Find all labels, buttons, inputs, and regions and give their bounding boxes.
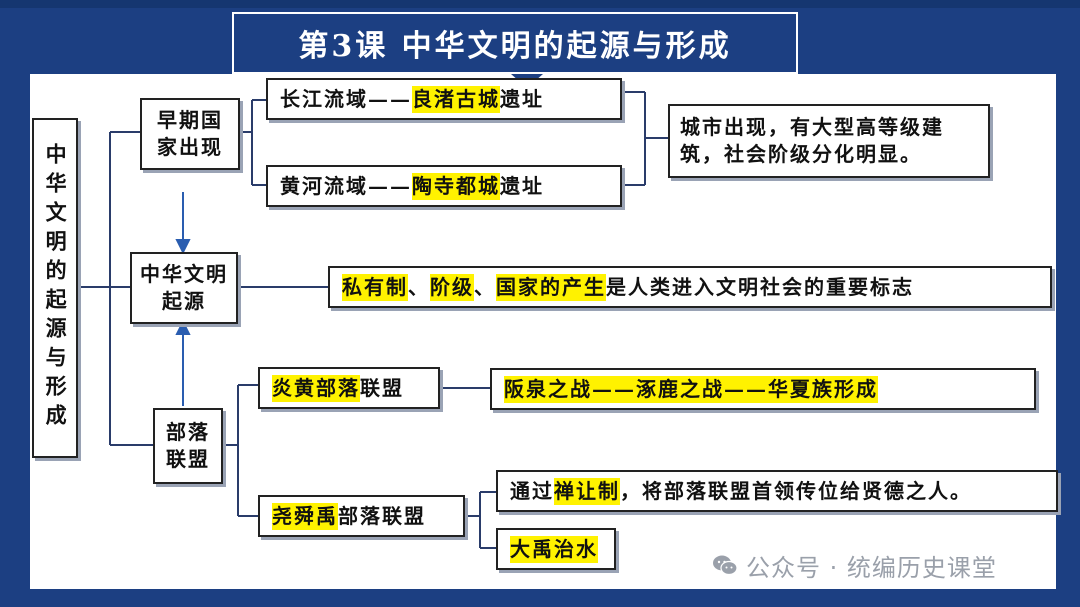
yanhuang-rest: 联盟 [360,375,404,400]
yangtze-node: 长江流域——良渚古城遗址 [266,78,622,120]
flood-highlight: 大禹治水 [510,535,598,563]
liangzhu-highlight: 良渚古城 [412,85,500,113]
page-title: 第3课 中华文明的起源与形成 [232,12,798,74]
yellow-prefix: 黄河流域—— [280,173,412,198]
abdication-pre: 通过 [510,478,554,503]
cities-note: 城市出现，有大型高等级建筑，社会阶级分化明显。 [668,104,990,178]
state-highlight: 国家的产生 [496,273,606,301]
watermark-text: 公众号 · 统编历史课堂 [746,553,997,582]
top-border [0,0,1080,8]
markers-rest: 是人类进入文明社会的重要标志 [606,274,914,299]
yellow-river-node: 黄河流域——陶寺都城遗址 [266,165,622,207]
battles-node: 阪泉之战——涿鹿之战——华夏族形成 [490,368,1036,410]
root-node: 中华文明的起源与形成 [32,118,78,458]
yangtze-prefix: 长江流域—— [280,86,412,111]
civilization-markers: 私有制、阶级、国家的产生是人类进入文明社会的重要标志 [328,266,1052,308]
yao-node: 尧舜禹部落联盟 [258,495,465,537]
taosi-highlight: 陶寺都城 [412,172,500,200]
wechat-icon [713,555,738,576]
yellow-suffix: 遗址 [500,173,544,198]
abdication-highlight: 禅让制 [554,477,620,505]
private-ownership-highlight: 私有制 [342,273,408,301]
origin-node: 中华文明起源 [130,252,238,324]
sep-2: 、 [474,274,496,299]
flood-node: 大禹治水 [496,528,616,570]
yao-highlight: 尧舜禹 [272,502,338,530]
abdication-post: ，将部落联盟首领传位给贤德之人。 [620,478,972,503]
watermark: 公众号 · 统编历史课堂 [712,548,997,582]
early-state-node: 早期国家出现 [140,98,240,170]
yao-rest: 部落联盟 [338,503,426,528]
class-highlight: 阶级 [430,273,474,301]
sep-1: 、 [408,274,430,299]
yanhuang-node: 炎黄部落联盟 [258,367,440,409]
abdication-node: 通过禅让制，将部落联盟首领传位给贤德之人。 [496,470,1058,512]
yangtze-suffix: 遗址 [500,86,544,111]
yanhuang-highlight: 炎黄部落 [272,374,360,402]
tribal-node: 部落联盟 [153,408,223,484]
battles-highlight: 阪泉之战——涿鹿之战——华夏族形成 [504,375,878,403]
